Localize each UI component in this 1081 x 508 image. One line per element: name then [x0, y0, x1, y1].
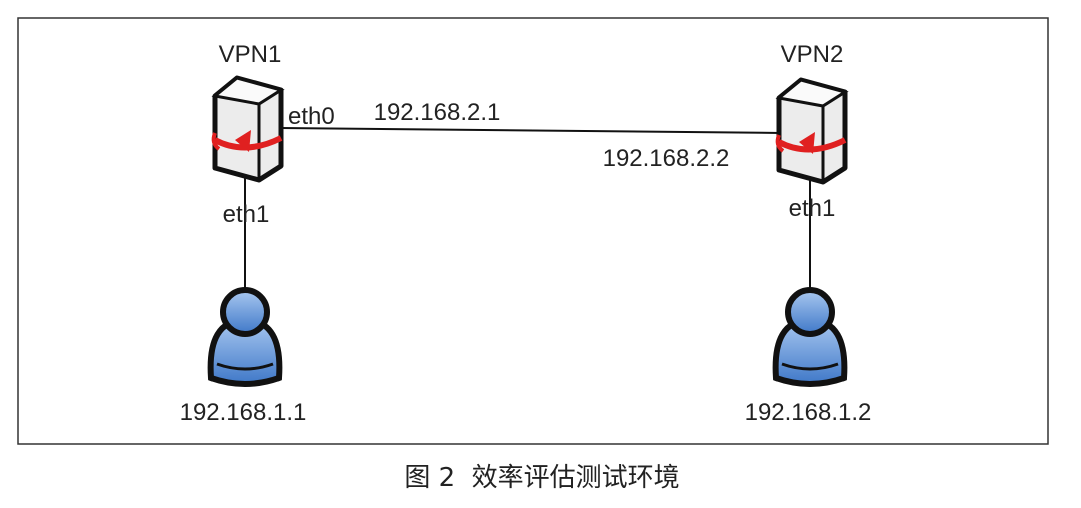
- figure-caption: 图 2 效率评估测试环境: [404, 463, 679, 493]
- vpn2-label: VPN2: [781, 41, 844, 68]
- user-icon: [211, 290, 280, 384]
- vpn1-label: VPN1: [219, 41, 282, 68]
- host1-ip: 192.168.1.1: [180, 399, 307, 426]
- link-vpn1-vpn2: [279, 127, 783, 134]
- vpn2-eth0-ip: 192.168.2.2: [603, 145, 730, 172]
- vpn1-eth0-ip: 192.168.2.1: [374, 99, 501, 126]
- server-icon: [778, 80, 845, 182]
- vpn1-eth1-label: eth1: [223, 201, 270, 228]
- server-icon: [214, 78, 281, 180]
- host2-ip: 192.168.1.2: [745, 399, 872, 426]
- vpn2-eth1-label: eth1: [789, 195, 836, 222]
- user-icon: [776, 290, 845, 384]
- vpn1-eth0-label: eth0: [288, 103, 335, 130]
- diagram-frame: [17, 17, 1049, 445]
